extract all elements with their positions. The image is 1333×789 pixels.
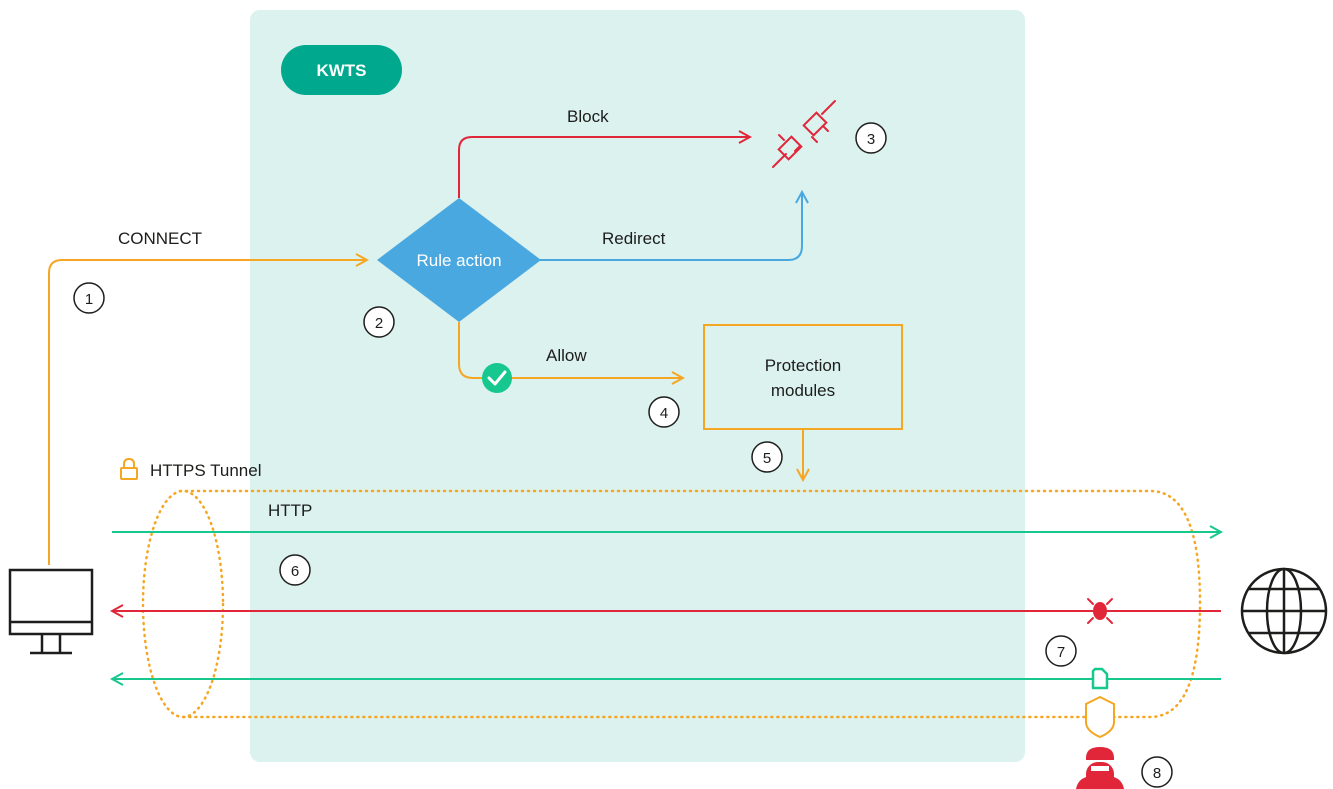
svg-text:7: 7	[1057, 644, 1065, 661]
step-marker-7: 7	[1045, 635, 1077, 667]
bug-icon	[1085, 598, 1115, 624]
redirect-arrow	[540, 192, 802, 261]
svg-text:8: 8	[1153, 765, 1161, 782]
svg-text:1: 1	[85, 291, 93, 308]
check-icon	[482, 363, 512, 393]
shield-icon	[1085, 695, 1115, 739]
allow-label: Allow	[546, 346, 587, 365]
svg-text:6: 6	[291, 563, 299, 580]
http-label: HTTP	[268, 501, 312, 520]
step-marker-6: 6	[279, 554, 311, 586]
allow-arrow	[458, 322, 683, 378]
lock-icon	[120, 457, 138, 480]
https-tunnel-label: HTTPS Tunnel	[150, 461, 262, 480]
kwts-label: KWTS	[316, 61, 366, 80]
block-arrow	[458, 137, 750, 198]
block-label: Block	[567, 107, 609, 126]
connect-arrow	[48, 260, 367, 565]
rule-action-diamond: Rule action	[377, 198, 541, 322]
svg-text:4: 4	[660, 405, 668, 422]
kwts-badge: KWTS	[281, 45, 402, 95]
computer-icon	[8, 568, 94, 655]
https-tunnel	[141, 489, 1202, 719]
hacker-icon	[1076, 747, 1124, 789]
redirect-label: Redirect	[602, 229, 666, 248]
protection-line1: Protection	[765, 356, 842, 375]
svg-text:2: 2	[375, 315, 383, 332]
step-marker-5: 5	[751, 441, 783, 473]
plug-disconnected-icon	[772, 100, 836, 168]
globe-icon	[1240, 567, 1328, 655]
connect-label: CONNECT	[118, 229, 202, 248]
rule-action-label: Rule action	[416, 251, 501, 270]
svg-text:3: 3	[867, 131, 875, 148]
svg-text:5: 5	[763, 450, 771, 467]
protection-line2: modules	[771, 381, 835, 400]
step-marker-1: 1	[73, 282, 105, 314]
step-marker-4: 4	[648, 396, 680, 428]
file-icon	[1091, 667, 1109, 690]
step-marker-3: 3	[855, 122, 887, 154]
kwts-area	[250, 10, 1025, 762]
step-marker-8: 8	[1141, 756, 1173, 788]
step-marker-2: 2	[363, 306, 395, 338]
